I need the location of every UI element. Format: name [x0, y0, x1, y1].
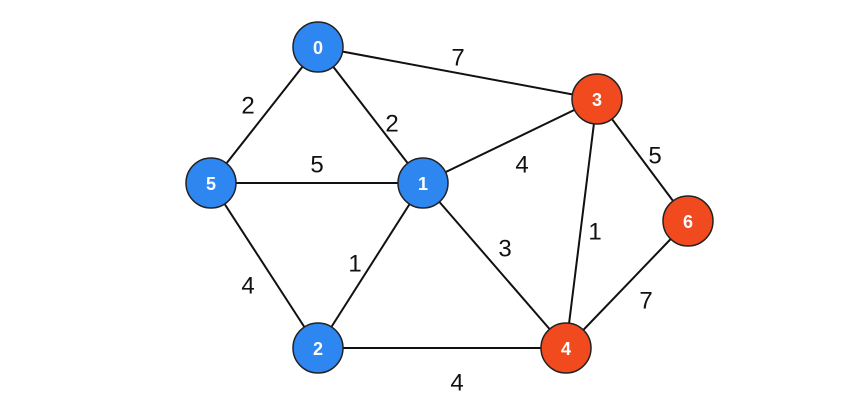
node-label-3: 3 [592, 90, 602, 110]
edge-weight-1-2: 1 [348, 251, 361, 278]
edge-6-4 [565, 220, 689, 349]
edge-weight-0-5: 2 [241, 93, 254, 120]
edge-1-4 [422, 182, 567, 349]
node-2: 2 [292, 322, 344, 374]
edge-1-2 [317, 182, 424, 349]
edge-weight-0-1: 2 [385, 111, 398, 138]
edge-weight-3-4: 1 [588, 219, 601, 246]
node-1: 1 [397, 157, 449, 209]
edge-weight-1-4: 3 [498, 236, 511, 263]
edge-weight-0-3: 7 [451, 45, 464, 72]
edge-0-5 [210, 46, 319, 184]
node-label-4: 4 [561, 339, 571, 359]
node-6: 6 [662, 195, 714, 247]
node-0: 0 [292, 21, 344, 73]
node-label-5: 5 [206, 174, 216, 194]
node-circle-5 [185, 157, 237, 209]
edge-weight-6-4: 7 [639, 288, 652, 315]
edge-0-1 [317, 46, 424, 184]
edge-weight-2-4: 4 [450, 370, 463, 397]
node-circle-6 [662, 195, 714, 247]
node-label-6: 6 [683, 212, 693, 232]
edge-1-3 [422, 98, 598, 184]
node-3: 3 [571, 73, 623, 125]
node-circle-0 [292, 21, 344, 73]
node-label-0: 0 [313, 38, 323, 58]
edge-5-2 [210, 182, 319, 349]
edge-weight-1-3: 4 [515, 152, 528, 179]
node-label-1: 1 [418, 174, 428, 194]
edge-weight-5-2: 4 [241, 273, 254, 300]
nodes-layer: 0 1 2 3 4 5 6 [185, 21, 714, 374]
node-4: 4 [540, 322, 592, 374]
node-circle-1 [397, 157, 449, 209]
node-5: 5 [185, 157, 237, 209]
node-circle-4 [540, 322, 592, 374]
node-circle-3 [571, 73, 623, 125]
edge-weight-5-1: 5 [310, 152, 323, 179]
edge-0-3 [317, 46, 598, 100]
edge-3-4 [565, 98, 598, 349]
node-label-2: 2 [313, 339, 323, 359]
edge-weight-3-6: 5 [648, 143, 661, 170]
node-circle-2 [292, 322, 344, 374]
